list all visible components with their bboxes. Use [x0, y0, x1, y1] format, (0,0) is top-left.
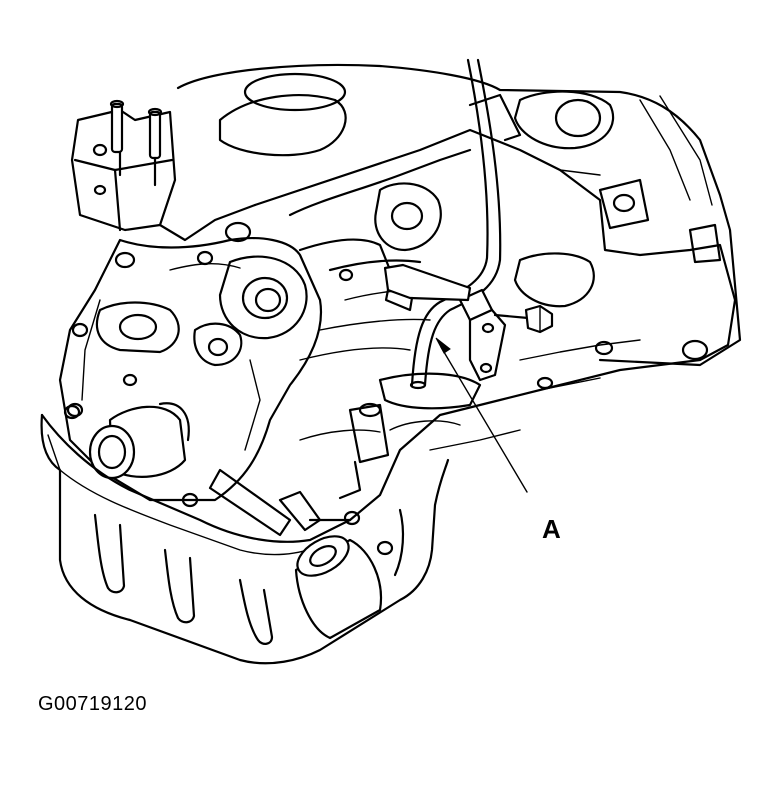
figure-id: G00719120 — [38, 693, 148, 715]
tube-bracket — [383, 263, 472, 312]
callout-leader — [435, 337, 528, 493]
mounting-bolt — [493, 304, 554, 334]
timing-cover — [58, 221, 323, 502]
distributor-bracket — [70, 99, 257, 242]
callout-label-a: A — [542, 514, 561, 544]
oil-filter — [208, 468, 383, 640]
oil-pan — [40, 402, 450, 665]
engine-block — [253, 128, 737, 522]
cylinder-head — [176, 63, 742, 367]
dipstick-tube — [409, 58, 507, 390]
crankshaft-pulley — [88, 402, 190, 480]
